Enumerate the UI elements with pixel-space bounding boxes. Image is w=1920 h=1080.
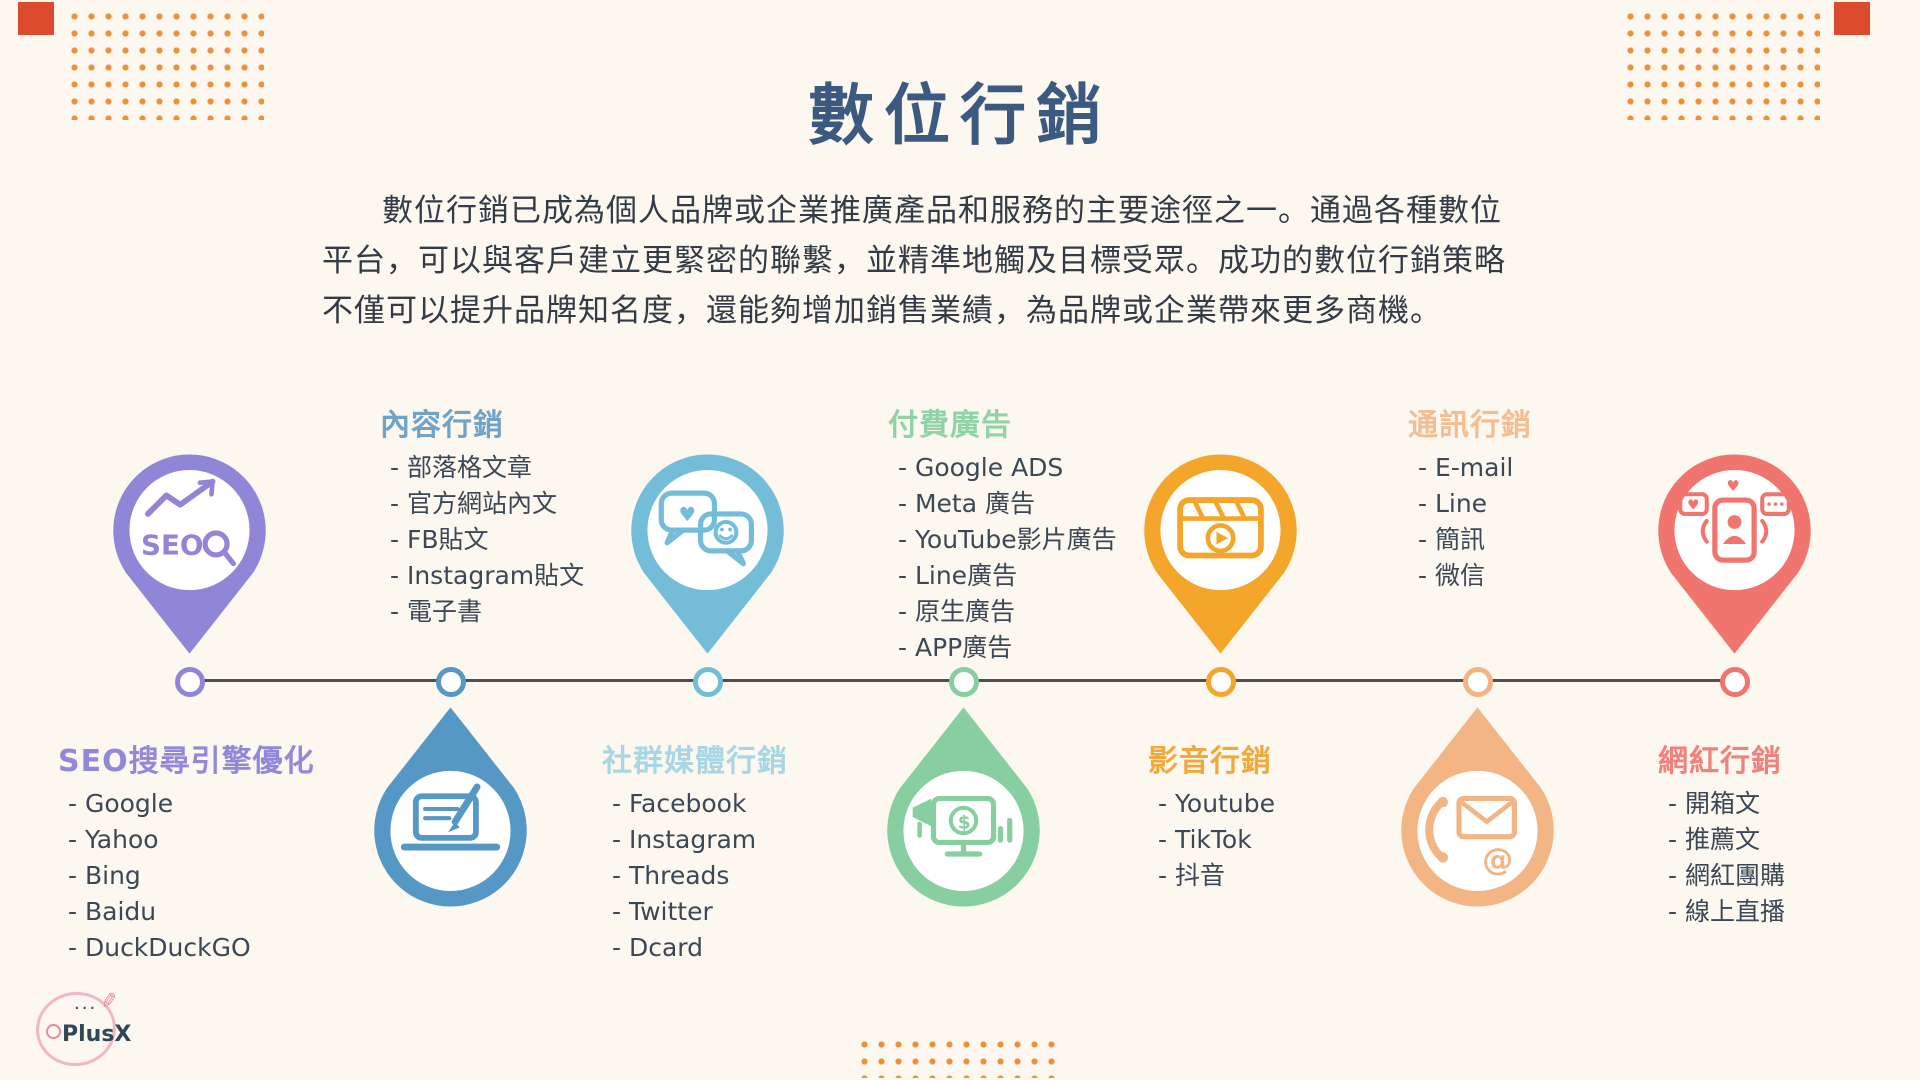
list-item: - APP廣告 [898,633,1013,662]
category-title: 網紅行銷 [1658,744,1782,779]
category-items: - Google ADS - Meta 廣告 - YouTube影片廣告 - Line… [888,450,1117,666]
logo-text: PlusX [62,1022,132,1047]
seo-pin: SEO [113,454,266,654]
social-pin: ♥ [631,454,784,654]
list-item: - Bing [68,861,141,890]
phone-envelope-icon: @ [1425,795,1518,878]
list-item: - TikTok [1158,825,1252,854]
list-item: - Facebook [612,789,747,818]
logo-dots: ··· [74,998,98,1019]
timeline-node-video [1206,667,1236,697]
list-item: - Google ADS [898,453,1064,482]
list-item: - Yahoo [68,825,159,854]
category-items: - 開箱文 - 推薦文 - 網紅團購 - 線上直播 [1658,786,1785,930]
category-items: - Youtube - TikTok - 抖音 [1148,786,1275,894]
list-item: - 官方網站內文 [390,489,557,518]
category-block-seo: SEO搜尋引擎優化 - Google- Yahoo- Bing- Baidu- … [58,744,315,966]
list-item: - DuckDuckGO [68,933,251,962]
svg-text:♥: ♥ [679,503,697,526]
dot-grid-bottom [856,1036,1056,1078]
category-title: 內容行銷 [380,408,504,443]
monitor-dollar-icon: $ [912,795,1013,857]
list-item: - 網紅團購 [1668,861,1785,890]
influencer-pin: ♥ ♥ [1658,454,1811,654]
svg-text:♥: ♥ [1687,497,1699,513]
timeline-node-seo [175,667,205,697]
communication-pin: @ [1401,707,1554,907]
list-item: - 抖音 [1158,861,1225,890]
category-block-content: 內容行銷 - 部落格文章- 官方網站內文- FB貼文- Instagram貼文-… [380,408,584,630]
category-items: - 部落格文章 - 官方網站內文 - FB貼文 - Instagram貼文 - 電子書 [380,450,584,630]
list-item: - 部落格文章 [390,453,532,482]
list-item: - Dcard [612,933,703,962]
timeline-node-comm [1463,667,1493,697]
seo-magnifier-icon: SEO [141,478,236,567]
timeline-node-paid [949,667,979,697]
video-pin [1144,454,1297,654]
category-items: - E-mail - Line - 簡訊 - 微信 [1408,450,1532,594]
laptop-pencil-icon [400,783,501,851]
intro-line: 平台，可以與客戶建立更緊密的聯繫，並精準地觸及目標受眾。成功的數位行銷策略 [322,243,1506,279]
list-item: - 簡訊 [1418,525,1485,554]
category-title: 社群媒體行銷 [602,744,788,779]
list-item: - FB貼文 [390,525,489,554]
category-title: 付費廣告 [888,408,1012,443]
svg-text:@: @ [1482,842,1513,878]
category-block-influencer: 網紅行銷 - 開箱文 - 推薦文 - 網紅團購 - 線上直播 [1658,744,1785,930]
intro-line: 不僅可以提升品牌知名度，還能夠增加銷售業績，為品牌或企業帶來更多商機。 [322,293,1442,329]
intro-line: 數位行銷已成為個人品牌或企業推廣產品和服務的主要途徑之一。通過各種數位 [382,193,1502,229]
timeline-node-influencer [1720,667,1750,697]
list-item: - Youtube [1158,789,1275,818]
intro-paragraph: 數位行銷已成為個人品牌或企業推廣產品和服務的主要途徑之一。通過各種數位 平台，可… [322,186,1612,336]
category-items: - Google - Yahoo - Bing - Baidu - DuckDuckGO [58,786,315,966]
category-block-social: 社群媒體行銷 - Facebook - Instagram - Threads - T… [602,744,788,966]
list-item: - 原生廣告 [898,597,1015,626]
category-title: 通訊行銷 [1408,408,1532,443]
category-block-comm: 通訊行銷 - E-mail - Line - 簡訊 - 微信 [1408,408,1532,594]
corner-square-right [1834,2,1870,35]
category-block-video: 影音行銷 - Youtube - TikTok - 抖音 [1148,744,1275,894]
list-item: - Instagram [612,825,757,854]
list-item: - E-mail [1418,453,1514,482]
list-item: - 電子書 [390,597,482,626]
page-title: 數位行銷 [808,76,1112,154]
category-items: - Facebook - Instagram - Threads - Twitter -… [602,786,788,966]
list-item: - 線上直播 [1668,897,1785,926]
list-item: - 微信 [1418,561,1485,590]
clapperboard-icon [1177,497,1264,559]
plusx-logo: ✎ ··· PlusX [31,986,134,1076]
category-title: 影音行銷 [1148,744,1272,779]
list-item: - Google [68,789,174,818]
smartphone-social-icon: ♥ ♥ [1678,477,1791,563]
dot-grid-top-right [1622,8,1820,120]
chat-bubbles-icon: ♥ [658,490,754,567]
timeline-node-content [436,667,466,697]
corner-square-left [18,2,54,35]
dot-grid-top-left [66,8,264,120]
list-item: - YouTube影片廣告 [898,525,1117,554]
svg-text:$: $ [958,813,971,834]
content-pin [374,707,527,907]
list-item: - Baidu [68,897,157,926]
list-item: - 推薦文 [1668,825,1760,854]
category-title: SEO搜尋引擎優化 [58,744,315,779]
list-item: - Threads [612,861,730,890]
pencil-icon: ✎ [95,989,122,1011]
list-item: - Line [1418,489,1488,518]
magnifier-icon [46,1024,61,1039]
list-item: - Instagram貼文 [390,561,585,590]
svg-text:♥: ♥ [1726,477,1739,495]
category-block-paid: 付費廣告 - Google ADS- Meta 廣告- YouTube影片廣告-… [888,408,1117,666]
list-item: - 開箱文 [1668,789,1760,818]
timeline-node-social [693,667,723,697]
svg-text:SEO: SEO [141,528,203,561]
paid-ads-pin: $ [887,707,1040,907]
list-item: - Meta 廣告 [898,489,1035,518]
list-item: - Twitter [612,897,713,926]
list-item: - Line廣告 [898,561,1018,590]
